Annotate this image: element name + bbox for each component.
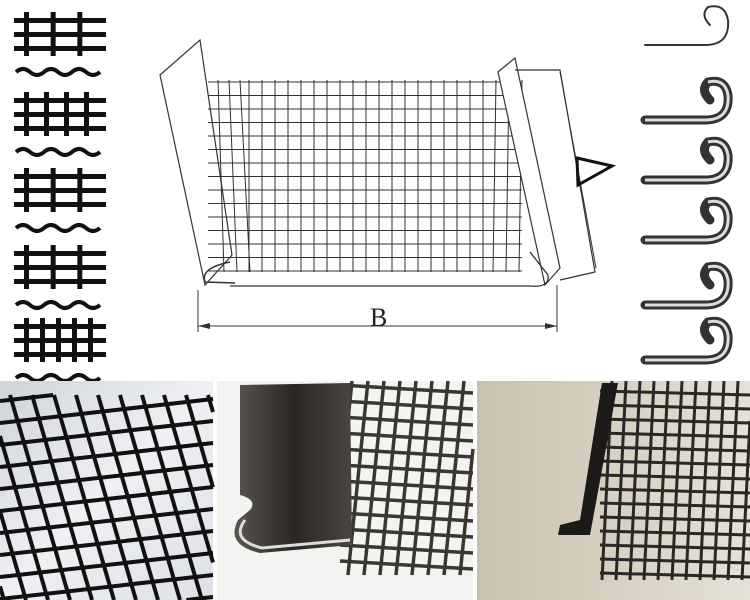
mesh-wire: [339, 511, 474, 523]
hook-profile: [640, 196, 733, 245]
mesh-wire: [599, 459, 750, 467]
mesh-wire: [0, 485, 214, 513]
mesh-wire: [339, 399, 474, 411]
mesh-wire: [8, 394, 72, 600]
photo-1-woven-mesh: [0, 381, 215, 600]
mesh-wire: [599, 501, 750, 509]
mesh-wire: [410, 380, 434, 576]
weave-pattern: [14, 168, 106, 233]
mesh-wire: [378, 380, 402, 576]
mesh-wire: [0, 441, 214, 469]
photo-2-hooked-edge: [217, 380, 475, 600]
mesh-wire: [740, 420, 750, 581]
hook-profile-column: [640, 5, 733, 365]
mesh-wire: [599, 571, 750, 579]
mesh-wire: [339, 559, 474, 571]
mesh-wire: [0, 573, 214, 600]
mesh-wire: [599, 389, 750, 397]
mesh-wire: [339, 415, 474, 427]
mesh-wire: [339, 543, 474, 555]
mesh-wire: [362, 380, 386, 576]
mesh-wire: [442, 380, 466, 576]
mesh-wire: [339, 431, 474, 443]
mesh-wire: [339, 495, 474, 507]
photo-3-hooked-edge: [477, 380, 750, 600]
mesh-wire: [599, 473, 750, 481]
mesh-grid: [208, 79, 523, 273]
mesh-wire: [599, 431, 750, 439]
mesh-wire: [0, 507, 214, 535]
mesh-wire: [339, 447, 474, 459]
mesh-wire: [599, 529, 750, 537]
mesh-wire: [162, 394, 215, 563]
weave-profile-wave: [14, 67, 102, 77]
right-hook: [230, 251, 549, 287]
right-side-plate: [497, 56, 561, 287]
hook-strip: [234, 383, 352, 553]
weave-pattern: [14, 318, 106, 383]
mesh-wire: [0, 510, 28, 600]
mesh-wire: [339, 463, 474, 475]
arrowhead-right: [545, 323, 557, 329]
weave-pattern: [14, 92, 106, 157]
mesh-wire: [0, 551, 214, 579]
mesh-wire: [339, 527, 474, 539]
mesh-wire: [599, 487, 750, 495]
mesh-wire: [0, 397, 214, 425]
mesh-wire: [599, 557, 750, 565]
hook-profile: [640, 76, 733, 125]
mesh-wire: [599, 515, 750, 523]
mesh-wire: [599, 417, 750, 425]
hook-profile: [640, 316, 733, 365]
mesh-wire: [726, 380, 740, 581]
hook-strip-edge: [238, 519, 351, 550]
mesh-wire: [0, 419, 214, 447]
hook-strip: [558, 383, 618, 535]
angle-marker: A: [575, 148, 617, 188]
mesh-wire: [0, 529, 214, 557]
mesh-wire: [394, 380, 418, 576]
mesh-wire: [599, 445, 750, 453]
angle-label-a: A: [585, 148, 586, 151]
weave-profile-wave: [14, 223, 102, 233]
hook-profile: [640, 261, 733, 310]
screen-panel-diagram: B A: [159, 38, 617, 332]
weave-profile-wave: [14, 373, 102, 383]
mesh-wire: [426, 380, 450, 576]
mesh-wire: [339, 383, 474, 395]
mesh-wire: [339, 479, 474, 491]
weave-profile-wave: [14, 147, 102, 157]
mesh-wire: [0, 463, 214, 491]
width-label-b: B: [370, 303, 387, 332]
hook-profile: [644, 5, 730, 46]
weave-pattern: [14, 12, 106, 77]
left-hook: [203, 261, 236, 284]
mesh-wire: [599, 403, 750, 411]
mesh-wire: [0, 393, 54, 403]
weave-pattern-column: [14, 12, 106, 383]
mesh-wire: [599, 543, 750, 551]
weave-pattern: [14, 245, 106, 310]
hook-profile: [640, 136, 733, 185]
left-side-plate: [159, 38, 233, 287]
weave-profile-wave: [14, 300, 102, 310]
mesh-wire: [184, 394, 215, 488]
arrowhead-left: [198, 323, 210, 329]
